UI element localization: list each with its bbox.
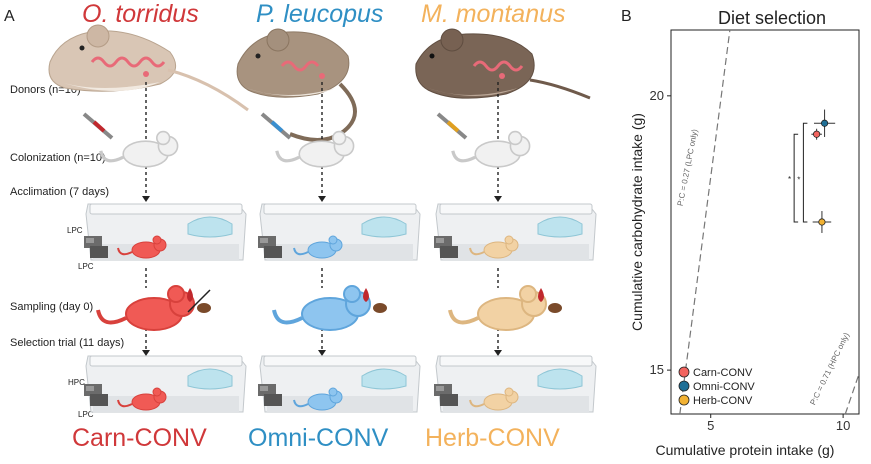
sampling-mouse-carn bbox=[96, 284, 196, 332]
sampling-mouse-omni bbox=[272, 284, 372, 332]
donor-leucopus bbox=[236, 28, 357, 142]
cage-trial-lpc: LPC bbox=[78, 410, 94, 419]
flow-arrows bbox=[145, 82, 499, 350]
donor-montanus bbox=[415, 28, 591, 100]
legend-label: Herb-CONV bbox=[693, 395, 753, 407]
syringe-icon bbox=[82, 112, 114, 140]
cage-trial bbox=[84, 355, 247, 413]
step-selection-trial: Selection trial (11 days) bbox=[10, 337, 125, 349]
significance-bracket bbox=[802, 122, 808, 223]
group-label-omni: Omni-CONV bbox=[248, 424, 389, 452]
feces-icon bbox=[187, 289, 562, 313]
legend-swatch bbox=[678, 380, 690, 392]
legend-swatch bbox=[678, 394, 690, 406]
x-tick-label: 10 bbox=[836, 418, 850, 433]
reference-line-1 bbox=[844, 373, 860, 415]
cage-acclimation bbox=[258, 203, 421, 261]
sampling-mouse-herb bbox=[448, 284, 548, 332]
species-title-montanus: M. montanus bbox=[421, 0, 566, 28]
species-title-leucopus: P. leucopus bbox=[256, 0, 384, 28]
cage-trial-hpc: HPC bbox=[68, 378, 85, 387]
data-point-omni-conv bbox=[820, 119, 829, 127]
data-point-herb-conv bbox=[818, 218, 826, 226]
syringe-icon bbox=[260, 112, 292, 140]
significance-bracket bbox=[793, 133, 799, 223]
chart-legend: Carn-CONV Omni-CONV Herb-CONV bbox=[678, 366, 755, 407]
chart-title: Diet selection bbox=[718, 8, 826, 28]
data-point-carn-conv bbox=[813, 130, 821, 138]
significance-star: * bbox=[788, 175, 791, 184]
ref-label-lpc: P:C = 0.27 (LPC only) bbox=[676, 128, 700, 207]
group-label-carn: Carn-CONV bbox=[72, 424, 207, 452]
significance-star: * bbox=[797, 176, 800, 185]
legend-label: Carn-CONV bbox=[693, 367, 753, 379]
x-axis-label: Cumulative protein intake (g) bbox=[656, 442, 835, 458]
ref-label-hpc: P:C = 0.71 (HPC only) bbox=[808, 331, 851, 407]
step-sampling: Sampling (day 0) bbox=[10, 301, 94, 313]
experiment-illustration bbox=[48, 24, 597, 413]
plot-frame bbox=[670, 29, 860, 415]
y-axis-label: Cumulative carbohydrate intake (g) bbox=[629, 113, 645, 331]
cage-acclimation bbox=[84, 203, 247, 261]
y-tick-label: 15 bbox=[650, 362, 664, 377]
donor-torridus bbox=[48, 24, 249, 112]
legend-label: Omni-CONV bbox=[693, 381, 755, 393]
group-label-herb: Herb-CONV bbox=[425, 424, 560, 452]
cage-trial bbox=[258, 355, 421, 413]
cage-acclimation bbox=[434, 203, 597, 261]
step-acclimation: Acclimation (7 days) bbox=[10, 186, 110, 198]
diet-selection-chart: Diet selection 5 10 15 20 * * Cumulative car… bbox=[629, 8, 860, 458]
step-colonization: Colonization (n=10) bbox=[10, 152, 106, 164]
cage1-lpc-top: LPC bbox=[67, 226, 83, 235]
x-tick-label: 5 bbox=[707, 418, 714, 433]
syringe-icon bbox=[436, 112, 468, 140]
blood-drop-icon bbox=[187, 288, 544, 302]
panel-a-label: A bbox=[4, 8, 15, 25]
y-tick-label: 20 bbox=[650, 88, 664, 103]
legend-swatch bbox=[678, 366, 690, 378]
reference-line-0 bbox=[679, 29, 731, 415]
species-title-torridus: O. torridus bbox=[82, 0, 199, 28]
panel-b-label: B bbox=[621, 8, 632, 25]
cage1-lpc-bottom: LPC bbox=[78, 262, 94, 271]
cage-trial bbox=[434, 355, 597, 413]
